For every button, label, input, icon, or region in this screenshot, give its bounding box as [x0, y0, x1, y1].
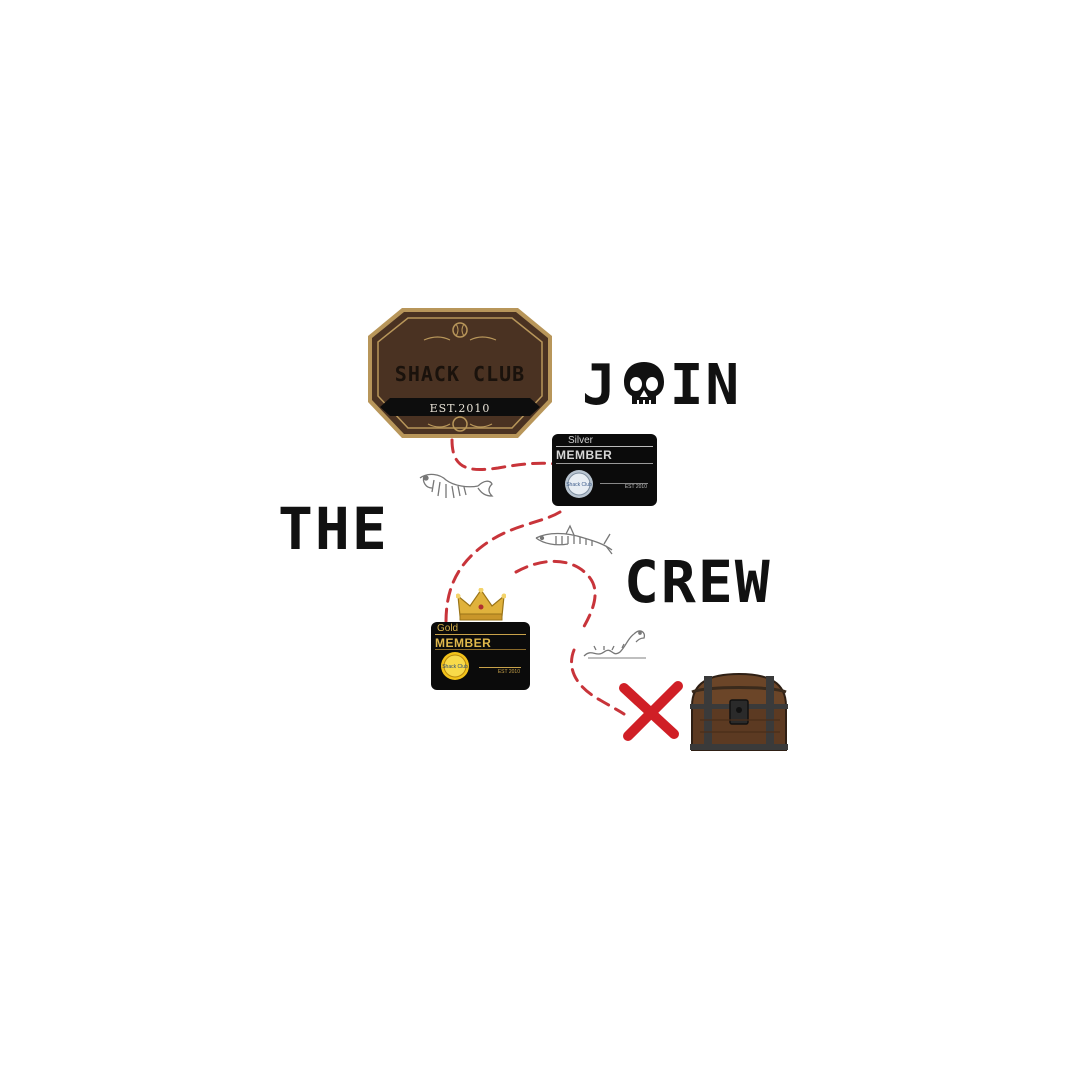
x-mark-icon: [619, 681, 683, 741]
shark-skeleton-icon: [535, 524, 613, 555]
logo-title: SHACK CLUB: [394, 362, 526, 386]
headline-join: J IN: [582, 358, 741, 414]
headline-crew: CREW: [624, 548, 772, 616]
card-tier: Gold: [437, 623, 459, 634]
gold-member-card: Gold MEMBER EST 2010 Shack Club: [431, 622, 530, 690]
skull-icon: [620, 360, 668, 410]
fish-skeleton-icon: [419, 473, 494, 499]
card-label: MEMBER: [435, 636, 492, 650]
silver-seal-icon: Shack Club: [565, 470, 593, 498]
card-label: MEMBER: [556, 448, 613, 462]
seal-text: Shack Club: [442, 664, 468, 670]
treasure-chest-icon: [690, 672, 788, 751]
logo-est: EST.2010: [429, 402, 491, 415]
shack-club-logo: SHACK CLUB EST.2010: [366, 306, 554, 442]
seal-text: Shack Club: [566, 482, 592, 488]
sea-serpent-icon: [583, 630, 646, 659]
headline-the: THE: [278, 495, 389, 563]
card-tier: Silver: [568, 435, 594, 446]
silver-member-card: Silver MEMBER EST 2010 Shack Club: [552, 434, 657, 506]
card-est: EST 2010: [497, 669, 520, 675]
headline-join-in: IN: [669, 353, 742, 418]
card-est: EST 2010: [624, 484, 647, 490]
crown-icon: [456, 588, 506, 621]
gold-seal-icon: Shack Club: [441, 652, 469, 680]
headline-join-j: J: [582, 353, 618, 418]
